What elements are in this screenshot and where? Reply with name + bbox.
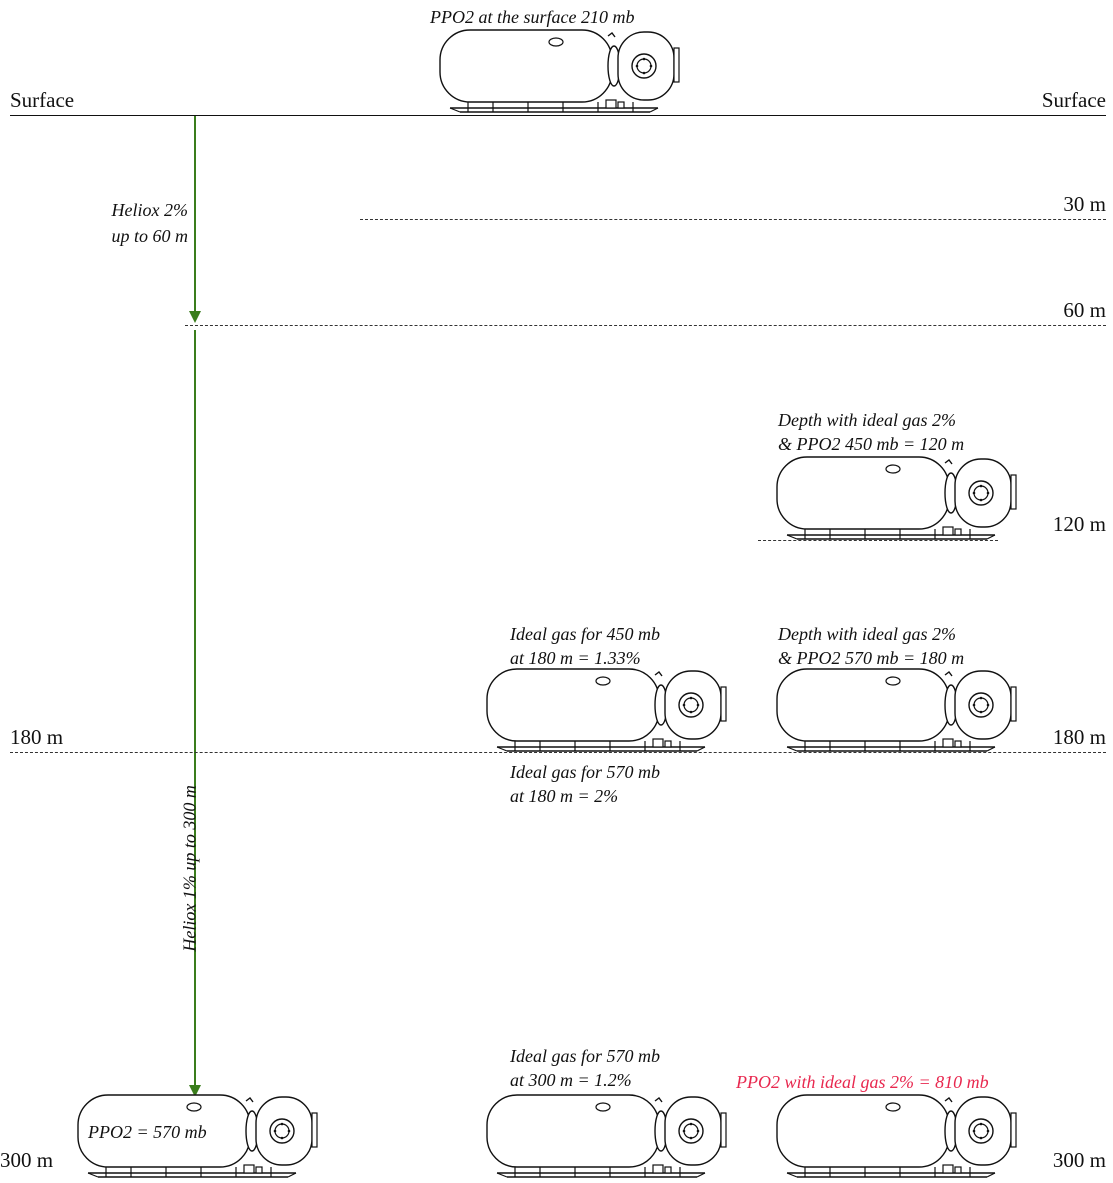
chamber-180m-right bbox=[776, 668, 1017, 752]
depth-line-120 bbox=[758, 540, 998, 541]
ideal570-180-caption-line1: Ideal gas for 570 mb bbox=[510, 762, 660, 782]
ideal570-300-caption-line2: at 300 m = 1.2% bbox=[510, 1070, 632, 1090]
depth180-caption-line2: & PPO2 570 mb = 180 m bbox=[778, 648, 965, 668]
surface-line bbox=[10, 115, 1106, 116]
depth-label-300-left: 300 m bbox=[0, 1148, 54, 1172]
surface-label-right: Surface bbox=[1041, 88, 1106, 112]
chamber-300m-middle bbox=[486, 1094, 727, 1178]
ideal570-180-caption-line2: at 180 m = 2% bbox=[510, 786, 619, 806]
heliox1-arrow-head bbox=[189, 1085, 201, 1097]
heliox2-arrow-line bbox=[194, 116, 196, 312]
heliox1-label: Heliox 1% up to 300 m bbox=[179, 785, 200, 952]
surface-label-left: Surface bbox=[10, 88, 75, 112]
depth-label-180-right: 180 m bbox=[1052, 725, 1106, 749]
chamber-300m-right bbox=[776, 1094, 1017, 1178]
chamber-120m bbox=[776, 456, 1017, 540]
depth120-caption-line1: Depth with ideal gas 2% bbox=[778, 410, 956, 430]
depth-label-300-right: 300 m bbox=[1052, 1148, 1106, 1172]
ppo2-ideal2-caption: PPO2 with ideal gas 2% = 810 mb bbox=[736, 1072, 989, 1092]
depth-line-30 bbox=[360, 219, 1106, 220]
chamber-180m-left bbox=[486, 668, 727, 752]
ideal450-caption-line2: at 180 m = 1.33% bbox=[510, 648, 641, 668]
heliox2-arrow-head bbox=[189, 311, 201, 323]
surface-ppo2-caption: PPO2 at the surface 210 mb bbox=[430, 7, 635, 27]
depth-line-180 bbox=[10, 752, 1106, 753]
depth-label-120: 120 m bbox=[1052, 512, 1106, 536]
chamber-surface bbox=[439, 29, 680, 113]
heliox2-label-line2: up to 60 m bbox=[111, 226, 189, 246]
depth-label-30: 30 m bbox=[1063, 192, 1106, 216]
depth120-caption-line2: & PPO2 450 mb = 120 m bbox=[778, 434, 965, 454]
depth-line-60 bbox=[185, 325, 1106, 326]
ideal570-300-caption-line1: Ideal gas for 570 mb bbox=[510, 1046, 660, 1066]
ppo2-570-caption: PPO2 = 570 mb bbox=[88, 1122, 207, 1142]
depth-label-180-left: 180 m bbox=[10, 725, 64, 749]
depth-label-60: 60 m bbox=[1063, 298, 1106, 322]
heliox2-label-line1: Heliox 2% bbox=[111, 200, 188, 220]
depth180-caption-line1: Depth with ideal gas 2% bbox=[778, 624, 956, 644]
heliox1-arrow-line bbox=[194, 330, 196, 1086]
ideal450-caption-line1: Ideal gas for 450 mb bbox=[510, 624, 660, 644]
